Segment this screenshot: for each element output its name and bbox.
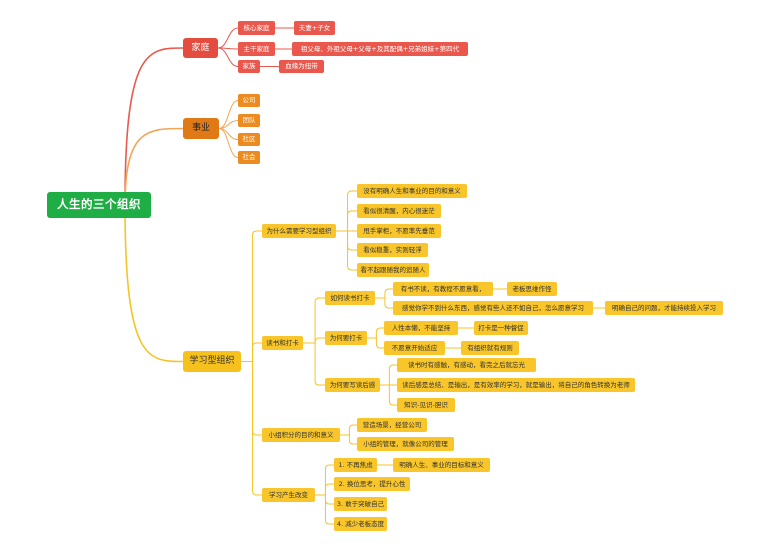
topic-unwilling-to-start: 不愿意开始适应 [384, 341, 445, 355]
topic-change-3: 3. 敢于突破自己 [334, 497, 387, 511]
topic-change-4: 4. 减少老板态度 [334, 517, 387, 531]
connector-n-l1-1-0 [366, 327, 385, 339]
topic-core-family-detail: 夫妻+子女 [294, 21, 335, 35]
connector-n-l3-3 [314, 494, 335, 525]
connector-n-l1-1-1 [366, 337, 385, 349]
connector-n-l1-2-0 [379, 364, 398, 386]
connector-n-l1-2-2 [379, 384, 398, 406]
topic-stem-family: 主干家庭 [238, 42, 275, 56]
topic-company: 公司 [238, 94, 260, 107]
connector-n-l2-1 [339, 434, 358, 445]
topic-human-laziness: 人性本懒，不能坚持 [384, 321, 458, 335]
connector-n-car-3 [218, 128, 239, 158]
topic-checkin-supervision: 打卡是一种督促 [474, 321, 528, 335]
connector-n-l3 [240, 361, 263, 496]
connector-n-l2 [240, 361, 263, 436]
topic-how-to-checkin: 如何读书打卡 [325, 291, 375, 305]
topic-boss-mindset: 老板思维作怪 [507, 282, 557, 296]
topic-why-write-reflection: 为何要写读后感 [325, 378, 380, 392]
topic-society: 社会 [238, 151, 260, 164]
connector-n-l2-0 [339, 424, 358, 436]
topic-change-1-detail: 明确人生、事业的目标和意义 [393, 458, 490, 472]
connector-n-l0-3 [335, 230, 358, 251]
connector-n-l3-1 [314, 483, 335, 496]
topic-learning-change: 学习产生改变 [262, 488, 315, 502]
root-topic: 人生的三个组织 [47, 192, 151, 218]
topic-reading-checkin: 读书和打卡 [262, 336, 303, 350]
topic-group-points-1: 营造场景，经营公司 [357, 418, 427, 432]
topic-core-family: 核心家庭 [238, 21, 275, 35]
topic-organization-rules: 有组织就有规则 [461, 341, 519, 355]
topic-family: 家庭 [183, 38, 218, 58]
connector-n-l1 [240, 342, 263, 362]
topic-change-2: 2. 换位思考，提升心性 [334, 477, 410, 491]
connector-n-fam [124, 47, 184, 206]
connector-n-l0-1 [335, 210, 358, 232]
topic-learning-organization: 学习型组织 [183, 351, 241, 372]
topic-community: 社区 [238, 133, 260, 146]
connector-n-l1-1 [302, 337, 326, 344]
topic-not-reading: 有书不读，有教程不愿意看， [393, 282, 493, 296]
connector-n-l0-4 [335, 230, 358, 271]
topic-why-learning-org: 为什么需要学习型组织 [262, 224, 336, 238]
connector-n-learn [124, 204, 184, 363]
connector-n-fam-2 [217, 47, 239, 67]
topic-reflection-reason-3: 知识-见识-胆识 [397, 398, 455, 412]
topic-reflection-reason-1: 读书时有感触，有感动，看完之后就忘光 [397, 358, 536, 372]
connector-n-car-0 [218, 100, 239, 129]
connector-n-l1-0-0 [374, 288, 394, 299]
connector-n-l1-0-1 [374, 297, 394, 309]
connector-n-car [124, 127, 184, 206]
topic-why-reason-5: 看不起跟随我的追随人 [357, 263, 429, 277]
topic-career: 事业 [183, 118, 219, 139]
connector-n-l3-2 [314, 494, 335, 505]
connector-n-l1-0 [302, 297, 326, 344]
connector-n-l0 [240, 230, 263, 362]
connector-n-l0-0 [335, 190, 358, 232]
topic-clarify-problem: 明确自己的问题，才能持续投入学习 [605, 301, 723, 315]
topic-why-reason-1: 没有明确人生和事业的目的和意义 [357, 184, 467, 198]
connector-n-l3-0 [314, 464, 335, 496]
topic-cannot-learn: 感觉你学不到什么东西，感觉有些人还不如自己，怎么愿意学习 [393, 301, 593, 315]
topic-stem-family-detail: 祖父母、外祖父母+父母+及其配偶+兄弟姐妹+第四代 [292, 42, 468, 56]
topic-clan: 家族 [238, 60, 260, 73]
topic-team: 团队 [238, 114, 260, 127]
topic-group-points: 小组积分的目的和意义 [262, 428, 340, 442]
connector-n-fam-0 [217, 27, 239, 49]
topic-why-reason-4: 看似稳重，实则轻浮 [357, 243, 428, 257]
connector-n-l1-2 [302, 342, 326, 386]
topic-reflection-reason-2: 读后感是总结、是输出，是有效率的学习，就是输出，将自己的角色转换为老师 [397, 378, 635, 392]
topic-why-reason-3: 甩手掌柜，不愿率先垂范 [357, 224, 441, 238]
topic-clan-detail: 血缘为纽带 [279, 60, 324, 73]
topic-group-points-2: 小组的管理，就像公司的管理 [357, 437, 454, 451]
topic-why-reason-2: 看似很清醒，内心很迷茫 [357, 204, 441, 218]
topic-change-1: 1. 不再焦虑 [334, 458, 377, 472]
topic-why-checkin: 为何要打卡 [325, 331, 367, 345]
